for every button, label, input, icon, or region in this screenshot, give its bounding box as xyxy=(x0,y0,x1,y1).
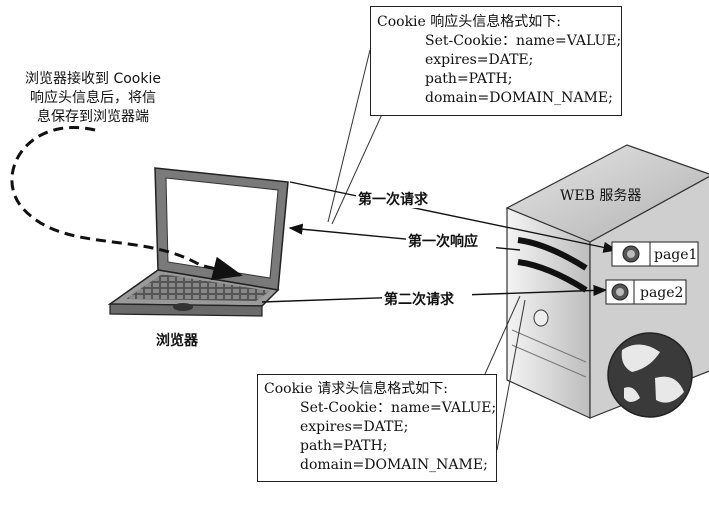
first-response-label: 第一次响应 xyxy=(408,233,478,250)
first-request-label: 第一次请求 xyxy=(358,191,429,208)
page1-node: page1 xyxy=(611,241,699,267)
browser-label: 浏览器 xyxy=(156,332,199,349)
response-line: domain=DOMAIN_NAME; xyxy=(425,90,613,106)
browser-note-line: 响应头信息后，将信 xyxy=(30,90,156,106)
first-request-arrow xyxy=(289,181,618,253)
request-line: path=PATH; xyxy=(300,438,388,454)
response-line: expires=DATE; xyxy=(425,52,534,68)
response-header-title: Cookie 响应头信息格式如下: xyxy=(377,14,561,30)
request-line: expires=DATE; xyxy=(300,419,409,435)
server-label: WEB 服务器 xyxy=(560,188,641,204)
dashed-save-arrow xyxy=(10,126,243,281)
request-header-title: Cookie 请求头信息格式如下: xyxy=(264,381,448,397)
page2-label: page2 xyxy=(640,285,683,301)
response-line: Set-Cookie：name=VALUE; xyxy=(425,33,622,49)
browser-note-line: 息保存到浏览器端 xyxy=(37,109,149,125)
laptop-icon xyxy=(107,167,289,317)
page1-label: page1 xyxy=(654,247,697,263)
request-header-box: Cookie 请求头信息格式如下: Set-Cookie：name=VALUE;… xyxy=(257,374,497,482)
request-line: Set-Cookie：name=VALUE; xyxy=(300,400,497,416)
response-header-box: Cookie 响应头信息格式如下: Set-Cookie：name=VALUE;… xyxy=(370,6,622,116)
request-line: domain=DOMAIN_NAME; xyxy=(300,457,488,473)
browser-note-line: 浏览器接收到 Cookie xyxy=(25,71,161,87)
browser-note: 浏览器接收到 Cookie 响应头信息后，将信 息保存到浏览器端 xyxy=(8,70,178,127)
second-request-label: 第二次请求 xyxy=(384,291,455,308)
page2-node: page2 xyxy=(605,279,687,305)
globe-icon xyxy=(607,332,693,418)
response-line: path=PATH; xyxy=(425,71,513,87)
